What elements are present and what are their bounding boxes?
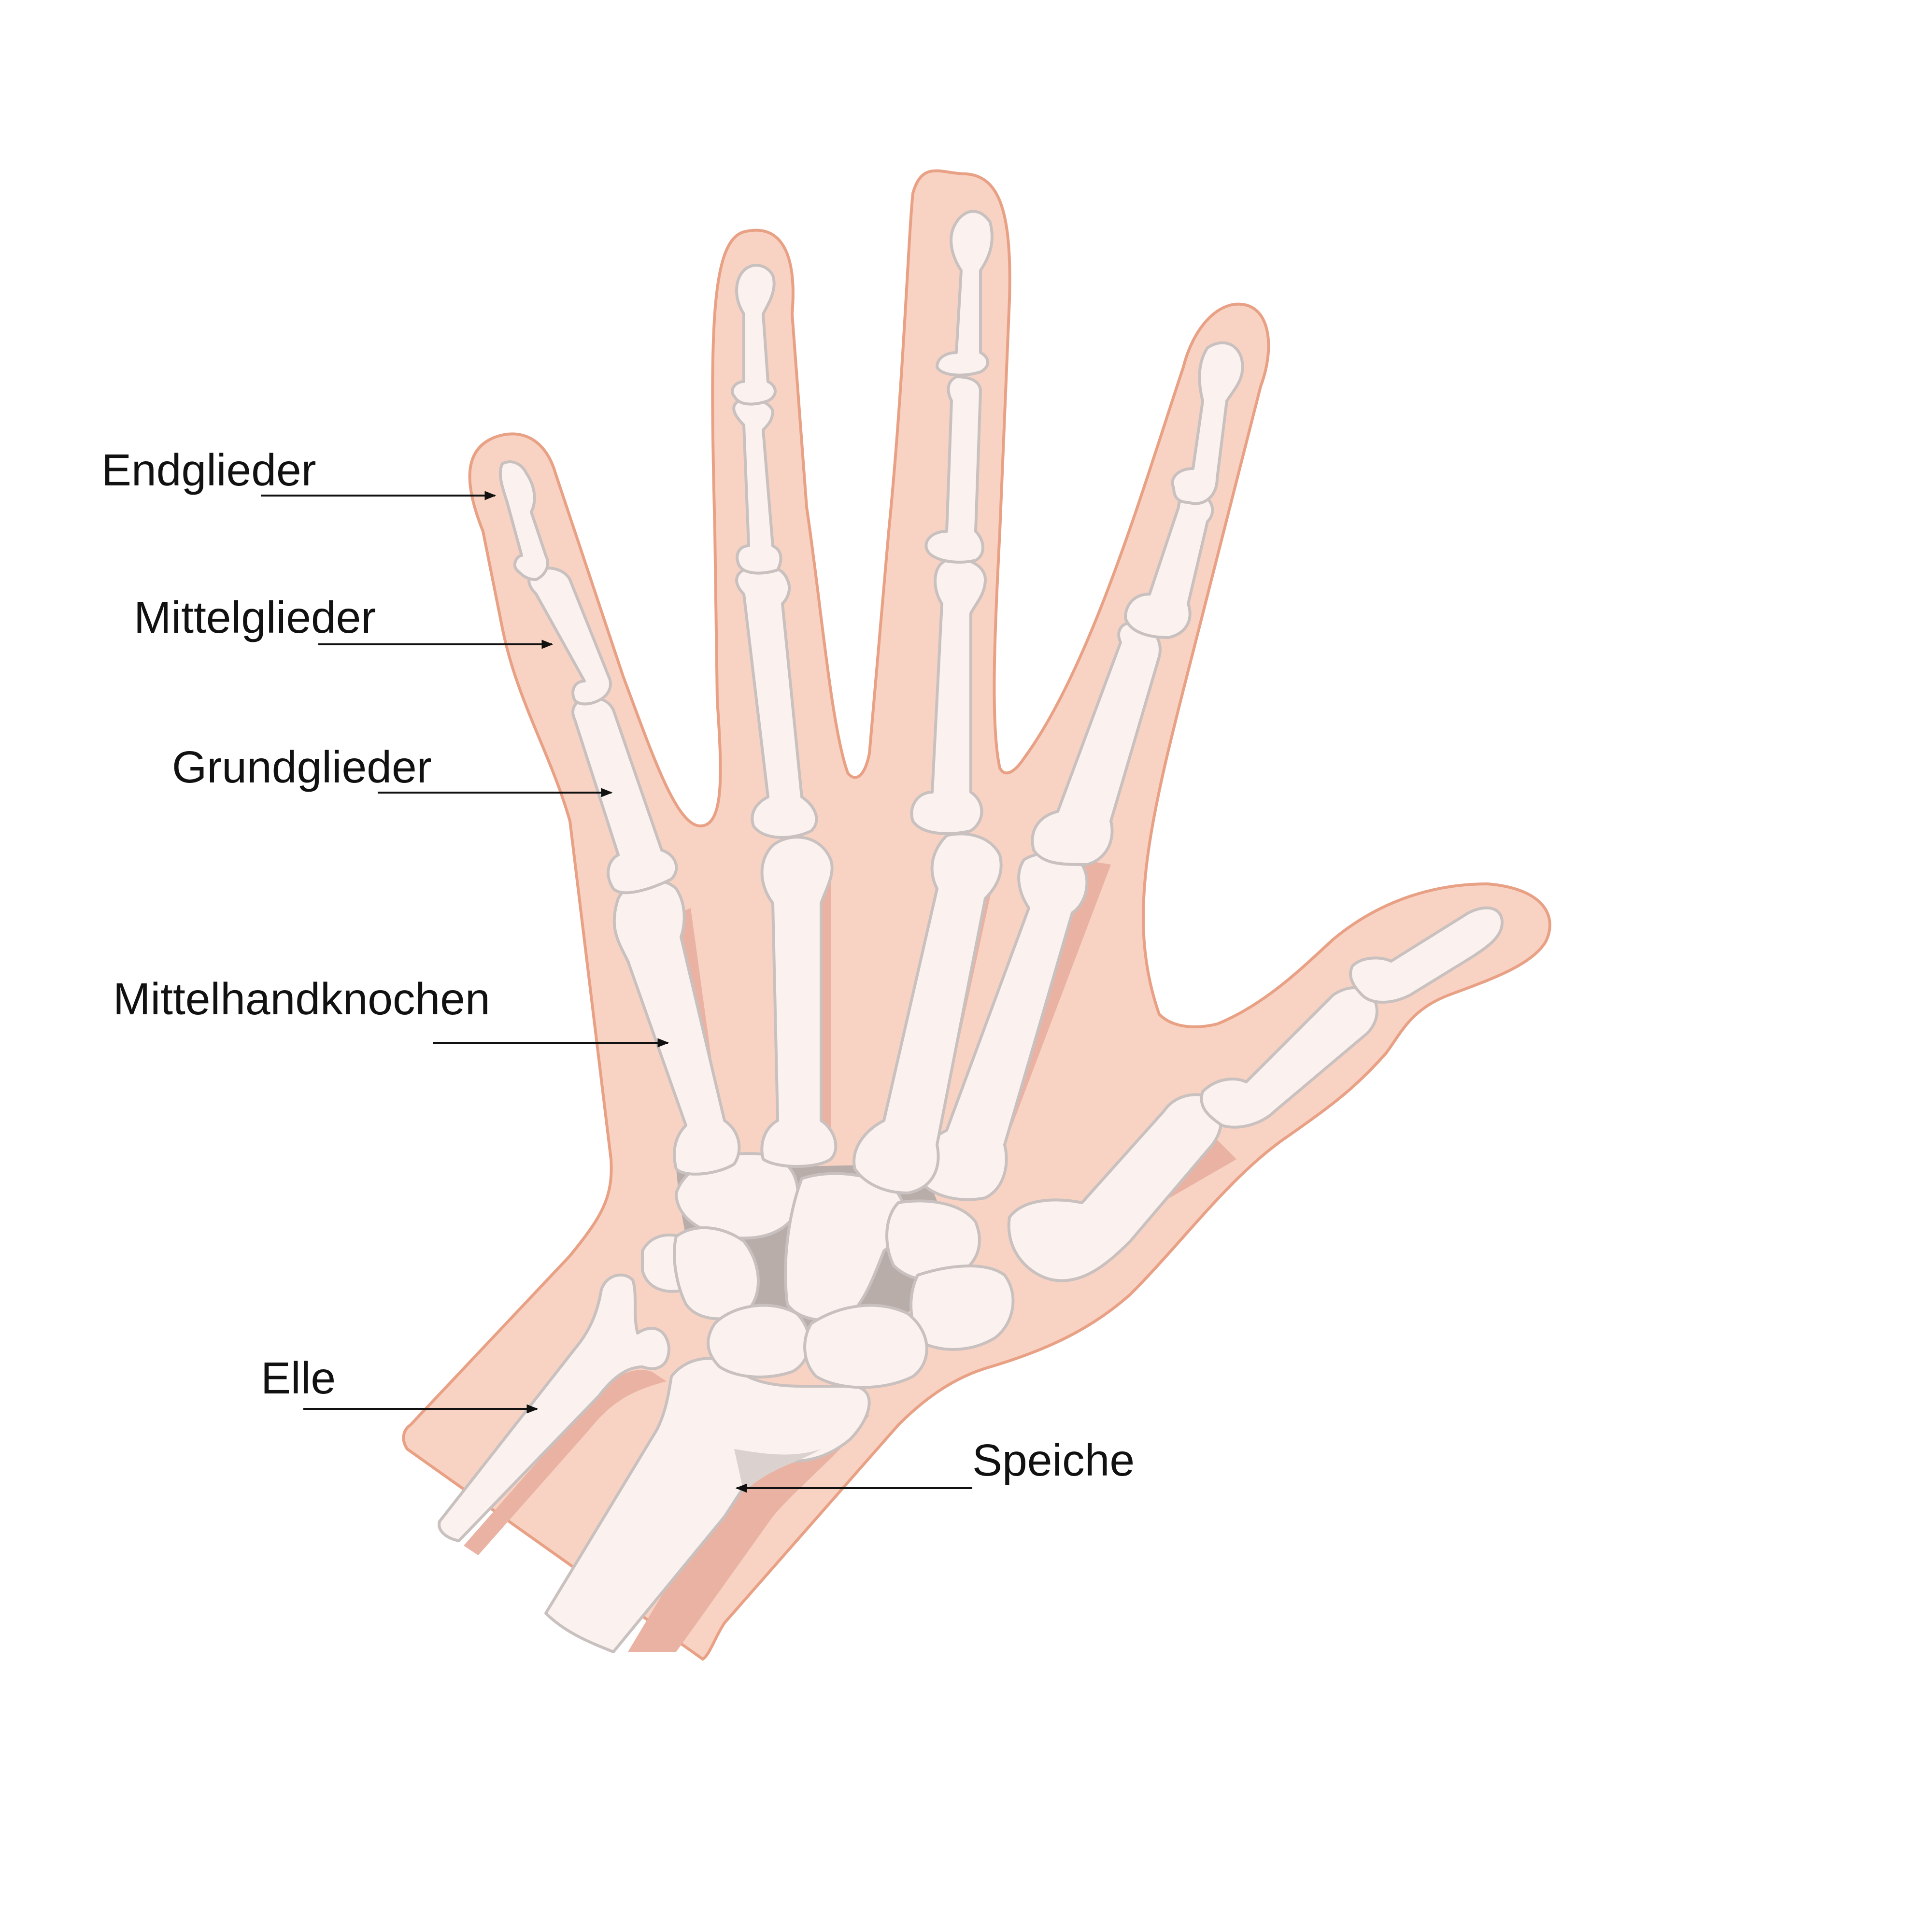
label-metacarpals: Mittelhandknochen: [113, 974, 669, 1048]
middle-proximal-phalanx: [910, 557, 987, 835]
label-text-middle-phalanges: Mittelglieder: [134, 592, 376, 642]
ring-finger-bones: [731, 264, 838, 1168]
thumb-bones: [1007, 906, 1504, 1282]
little-proximal-phalanx: [571, 697, 678, 895]
ring-middle-phalanx: [732, 398, 782, 575]
index-distal-phalanx: [1171, 341, 1244, 505]
label-text-metacarpals: Mittelhandknochen: [113, 974, 490, 1024]
little-distal-phalanx: [498, 460, 549, 581]
little-middle-phalanx: [527, 567, 612, 706]
carpal-triquetrum: [673, 1226, 760, 1321]
little-finger-bones: [498, 460, 741, 1176]
thumb-distal-phalanx: [1349, 906, 1504, 1004]
label-ulna: Elle: [261, 1353, 539, 1414]
ring-distal-phalanx: [731, 264, 777, 406]
label-proximal-phalanges: Grundglieder: [172, 742, 613, 797]
little-metacarpal: [612, 879, 741, 1176]
label-text-ulna: Elle: [261, 1353, 336, 1403]
index-middle-phalanx: [1124, 491, 1214, 639]
carpal-scaphoid: [803, 1304, 928, 1389]
carpal-lunate: [707, 1304, 811, 1378]
index-proximal-phalanx: [1031, 622, 1162, 866]
middle-middle-phalanx: [924, 375, 984, 564]
label-radius: Speiche: [735, 1435, 1135, 1493]
ring-proximal-phalanx: [735, 563, 818, 839]
label-distal-phalanges: Endglieder: [101, 445, 497, 500]
thumb-proximal-phalanx: [1200, 986, 1378, 1129]
radius-bone: [544, 1357, 871, 1653]
label-text-radius: Speiche: [972, 1435, 1135, 1485]
ulna-bone: [438, 1273, 670, 1555]
label-text-distal-phalanges: Endglieder: [101, 445, 316, 495]
index-finger-bones: [915, 341, 1244, 1201]
label-text-proximal-phalanges: Grundglieder: [172, 742, 432, 792]
middle-distal-phalanx: [936, 210, 994, 377]
middle-metacarpal: [852, 832, 1003, 1194]
label-middle-phalanges: Mittelglieder: [134, 592, 554, 649]
carpal-bones: [641, 1152, 1015, 1389]
middle-finger-bones: [852, 210, 1003, 1194]
ring-metacarpal: [760, 836, 838, 1168]
